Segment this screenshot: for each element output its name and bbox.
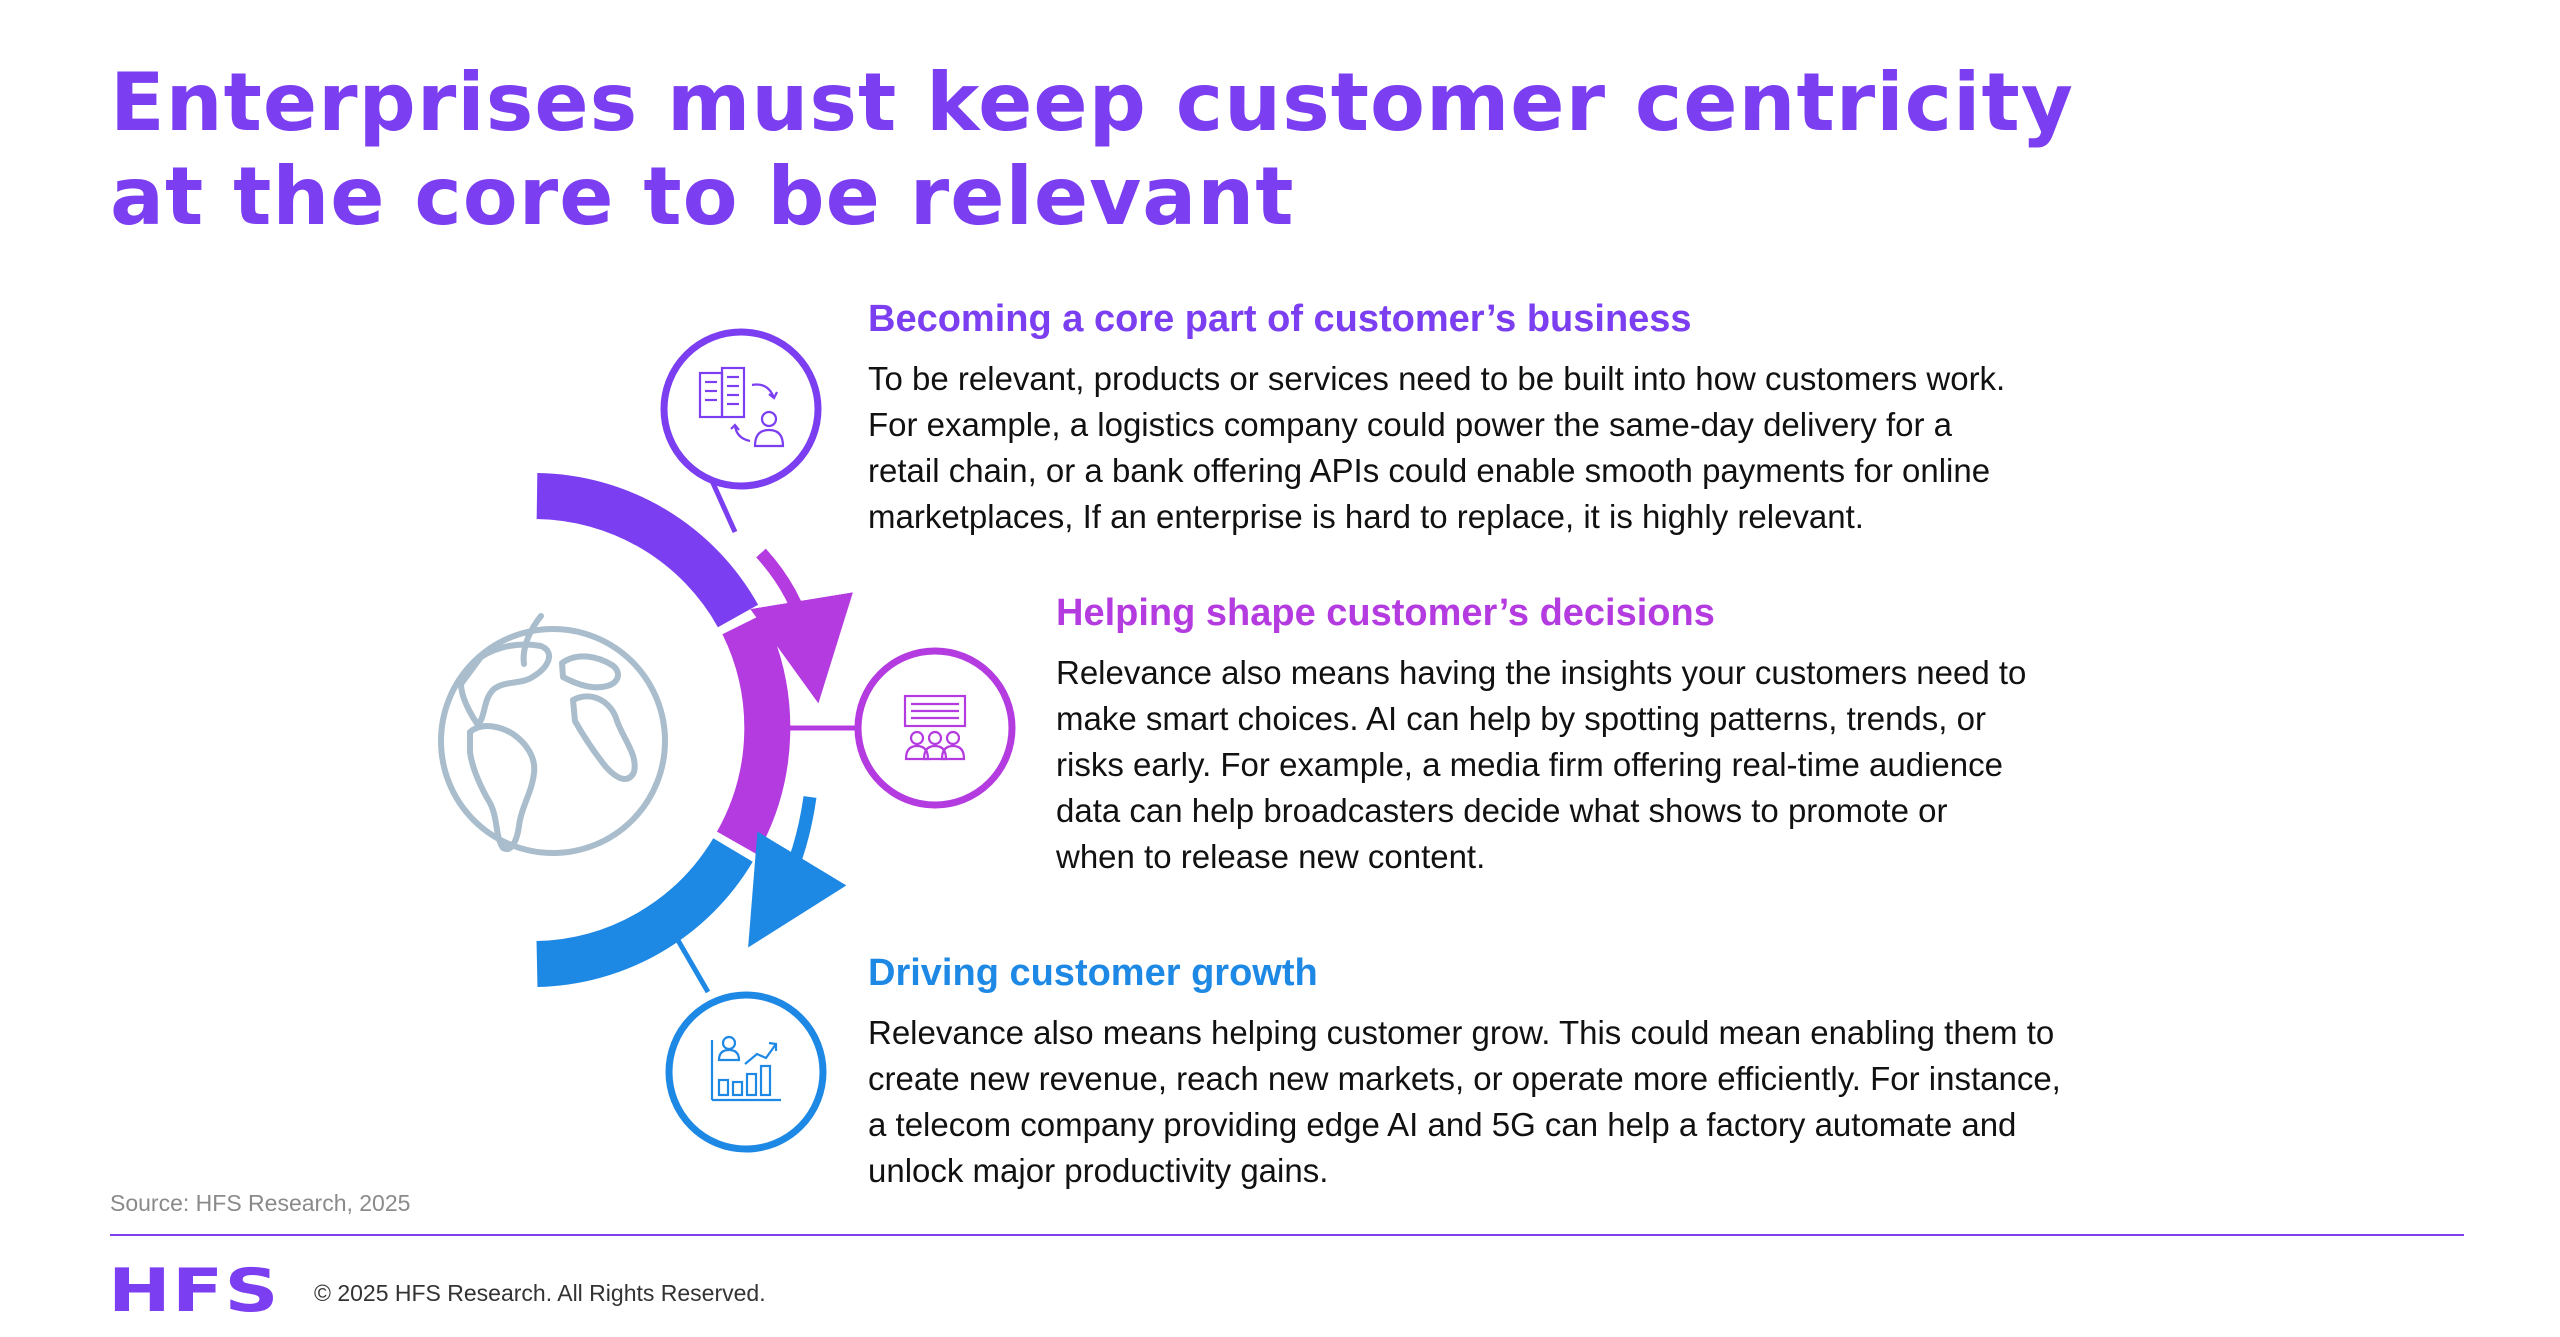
arc-segment-purple	[536, 473, 759, 628]
item-body: To be relevant, products or services nee…	[868, 356, 2005, 540]
source-note: Source: HFS Research, 2025	[110, 1190, 411, 1216]
icon-circle-2	[854, 647, 1016, 809]
building-person-exchange-icon	[698, 366, 785, 448]
icon-circle-1	[660, 328, 822, 490]
page-title: Enterprises must keep customer centricit…	[110, 56, 2460, 244]
item-heading: Driving customer growth	[868, 952, 1318, 994]
item-heading: Helping shape customer’s decisions	[1056, 592, 1715, 634]
item-body-line: Relevance also means helping customer gr…	[868, 1014, 2055, 1051]
item-body-line: To be relevant, products or services nee…	[868, 360, 2006, 397]
footer-divider	[110, 1234, 2464, 1236]
presentation-audience-icon	[903, 694, 967, 761]
arc-segment-blue	[536, 837, 753, 987]
arc-segment-magenta	[716, 613, 791, 855]
title-line-2: at the core to be relevant	[110, 150, 1295, 243]
item-body-line: create new revenue, reach new markets, o…	[868, 1060, 2061, 1097]
item-heading: Becoming a core part of customer’s busin…	[868, 298, 1692, 340]
flow-arrow-1	[750, 548, 853, 704]
item-body-line: data can help broadcasters decide what s…	[1056, 792, 1948, 829]
item-body-line: a telecom company providing edge AI and …	[868, 1106, 2017, 1143]
hfs-logo: HFS	[108, 1256, 280, 1326]
item-body-line: make smart choices. AI can help by spott…	[1056, 700, 1986, 737]
item-core-part: Becoming a core part of customer’s busin…	[868, 296, 2005, 540]
item-body: Relevance also means helping customer gr…	[868, 1010, 2061, 1194]
item-body: Relevance also means having the insights…	[1056, 650, 2026, 880]
item-body-line: when to release new content.	[1056, 838, 1486, 875]
item-shape-decisions: Helping shape customer’s decisions Relev…	[1056, 590, 2026, 880]
icon-circle-3	[665, 991, 827, 1153]
growth-chart-person-icon	[710, 1035, 781, 1102]
item-body-line: retail chain, or a bank offering APIs co…	[868, 452, 1991, 489]
item-body-line: Relevance also means having the insights…	[1056, 654, 2027, 691]
copyright-text: © 2025 HFS Research. All Rights Reserved…	[314, 1280, 766, 1306]
item-body-line: unlock major productivity gains.	[868, 1152, 1329, 1189]
globe-icon	[438, 613, 668, 856]
item-body-line: marketplaces, If an enterprise is hard t…	[868, 498, 1864, 535]
title-line-1: Enterprises must keep customer centricit…	[110, 56, 2074, 149]
item-body-line: risks early. For example, a media firm o…	[1056, 746, 2003, 783]
item-customer-growth: Driving customer growth Relevance also m…	[868, 950, 2061, 1194]
item-body-line: For example, a logistics company could p…	[868, 406, 1952, 443]
flow-arrow-2	[748, 796, 847, 948]
